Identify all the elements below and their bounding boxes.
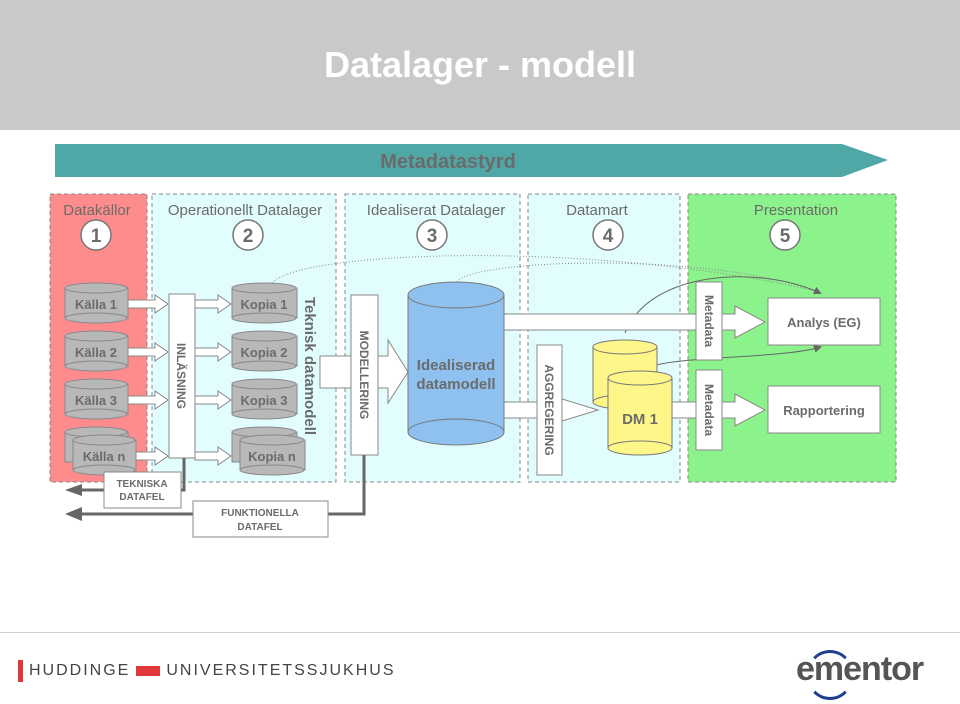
metadata-label: Metadata [702,384,716,436]
datamart-cylinder [592,339,673,456]
source-cylinder [64,426,137,476]
ementor-logo-ring [806,650,854,700]
stage-number: 1 [91,226,102,247]
stage-title: Idealiserat Datalager [367,202,505,219]
technical-errors-box [103,471,182,509]
ementor-logo: ementor [796,650,924,688]
aggregation-box [536,344,563,476]
source-label: Källa n [83,449,126,464]
metadata-box [695,369,723,451]
load-box [168,293,196,459]
functional-errors-label: DATAFEL [237,522,282,533]
copy-label: Kopia 2 [241,345,288,360]
ideal-model-cylinder [407,281,505,446]
source-label: Källa 1 [75,297,117,312]
copy-label: Kopia n [248,449,296,464]
metadata-label: Metadata [702,295,716,347]
functional-errors-box [192,500,329,538]
slide-title: Datalager - modell [323,44,637,85]
technical-errors-label: DATAFEL [119,492,164,503]
functional-errors-label: FUNKTIONELLA [221,508,299,519]
reporting-box [767,385,881,434]
load-label: INLÄSNING [174,343,189,409]
banner-label: Metadatastyrd [380,151,516,173]
copy-label: Kopia 1 [241,297,288,312]
source-cylinder [64,378,129,420]
logo-text: UNIVERSITETSSJUKHUS [166,662,396,679]
source-label: Källa 2 [75,345,117,360]
logo-bar [18,660,23,682]
stage-number: 2 [243,226,254,247]
source-label: Källa 3 [75,393,117,408]
huddinge-logo: HUDDINGE UNIVERSITETSSJUKHUS [18,660,395,682]
stage-title: Presentation [754,202,838,219]
header-band [0,0,960,130]
aggregation-label: AGGREGERING [542,364,556,455]
stage-title: Datakällor [63,202,131,219]
stage-number: 4 [603,226,614,247]
reporting-label: Rapportering [783,403,865,418]
stage-title: Operationellt Datalager [168,202,322,219]
metadata-banner-arrow [55,144,888,177]
stage-number: 5 [780,226,791,247]
stage-title: Datamart [566,202,629,219]
metadata-box [695,281,723,361]
analysis-box [767,297,881,346]
stage-number: 3 [427,226,438,247]
ideal-model-label: datamodell [416,376,495,393]
copy-label: Kopia 3 [241,393,288,408]
source-cylinder [64,330,129,372]
ideal-model-label: Idealiserad [417,357,495,374]
technical-model-label: Teknisk datamodell [301,297,318,435]
logo-bar [136,666,161,676]
analysis-label: Analys (EG) [787,315,861,330]
datamart-label: DM 1 [622,411,658,428]
diagram: Metadatastyrd Datakällor Operationellt D… [49,144,897,538]
footer-divider [0,632,960,633]
modeling-label: MODELLERING [357,331,371,420]
logo-text: HUDDINGE [29,662,131,679]
technical-errors-label: TEKNISKA [116,479,167,490]
